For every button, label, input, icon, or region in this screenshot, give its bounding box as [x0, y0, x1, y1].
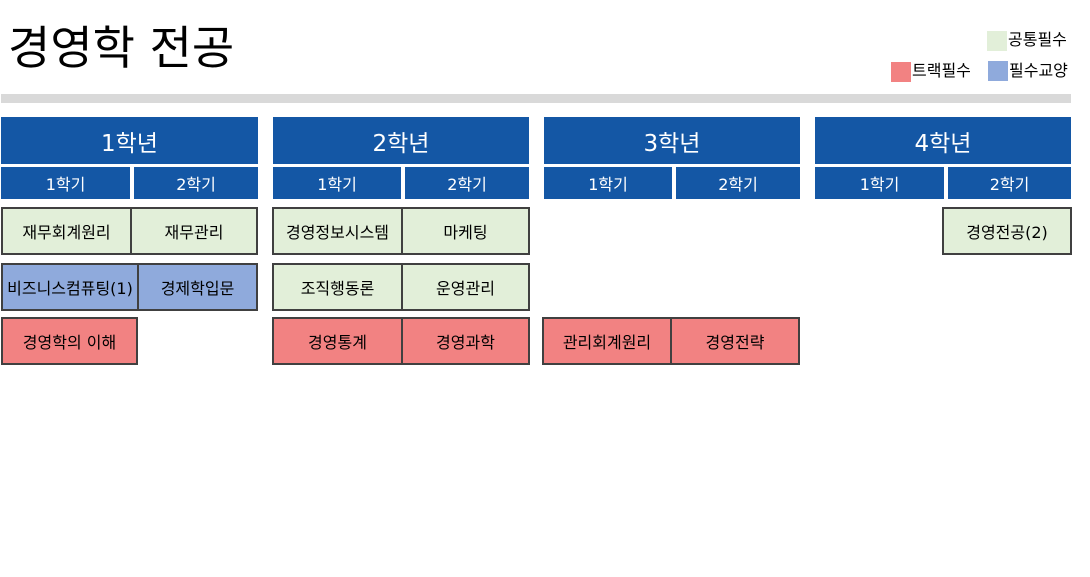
semester-header-y2-s2: 2학기	[405, 167, 529, 199]
title-divider	[1, 94, 1071, 103]
course-box[interactable]: 경제학입문	[137, 263, 258, 311]
course-box[interactable]: 경영정보시스템	[272, 207, 403, 255]
course-box[interactable]: 관리회계원리	[542, 317, 672, 365]
course-box[interactable]: 경영학의 이해	[1, 317, 138, 365]
page-title: 경영학 전공	[8, 21, 235, 75]
year-header-2: 2학년	[273, 117, 529, 164]
semester-header-y4-s1: 1학기	[815, 167, 944, 199]
semester-header-y1-s2: 2학기	[134, 167, 258, 199]
semester-header-y3-s1: 1학기	[544, 167, 672, 199]
semester-header-y2-s1: 1학기	[273, 167, 401, 199]
course-box[interactable]: 경영전공(2)	[942, 207, 1072, 255]
course-box[interactable]: 운영관리	[401, 263, 530, 311]
legend-label-common: 공통필수	[1008, 30, 1067, 49]
year-header-1: 1학년	[1, 117, 258, 164]
course-box[interactable]: 마케팅	[401, 207, 530, 255]
semester-header-y3-s2: 2학기	[676, 167, 800, 199]
legend-swatch-track	[891, 62, 911, 82]
legend-label-track: 트랙필수	[912, 61, 971, 80]
course-box[interactable]: 비즈니스컴퓨팅(1)	[1, 263, 139, 311]
course-box[interactable]: 재무관리	[130, 207, 258, 255]
course-box[interactable]: 재무회계원리	[1, 207, 132, 255]
course-box[interactable]: 경영통계	[272, 317, 403, 365]
year-header-4: 4학년	[815, 117, 1071, 164]
legend-label-liberal: 필수교양	[1009, 61, 1068, 80]
legend-swatch-common	[987, 31, 1007, 51]
legend-swatch-liberal	[988, 61, 1008, 81]
semester-header-y4-s2: 2학기	[948, 167, 1071, 199]
semester-header-y1-s1: 1학기	[1, 167, 130, 199]
year-header-3: 3학년	[544, 117, 800, 164]
course-box[interactable]: 경영전략	[670, 317, 800, 365]
course-box[interactable]: 조직행동론	[272, 263, 403, 311]
course-box[interactable]: 경영과학	[401, 317, 530, 365]
